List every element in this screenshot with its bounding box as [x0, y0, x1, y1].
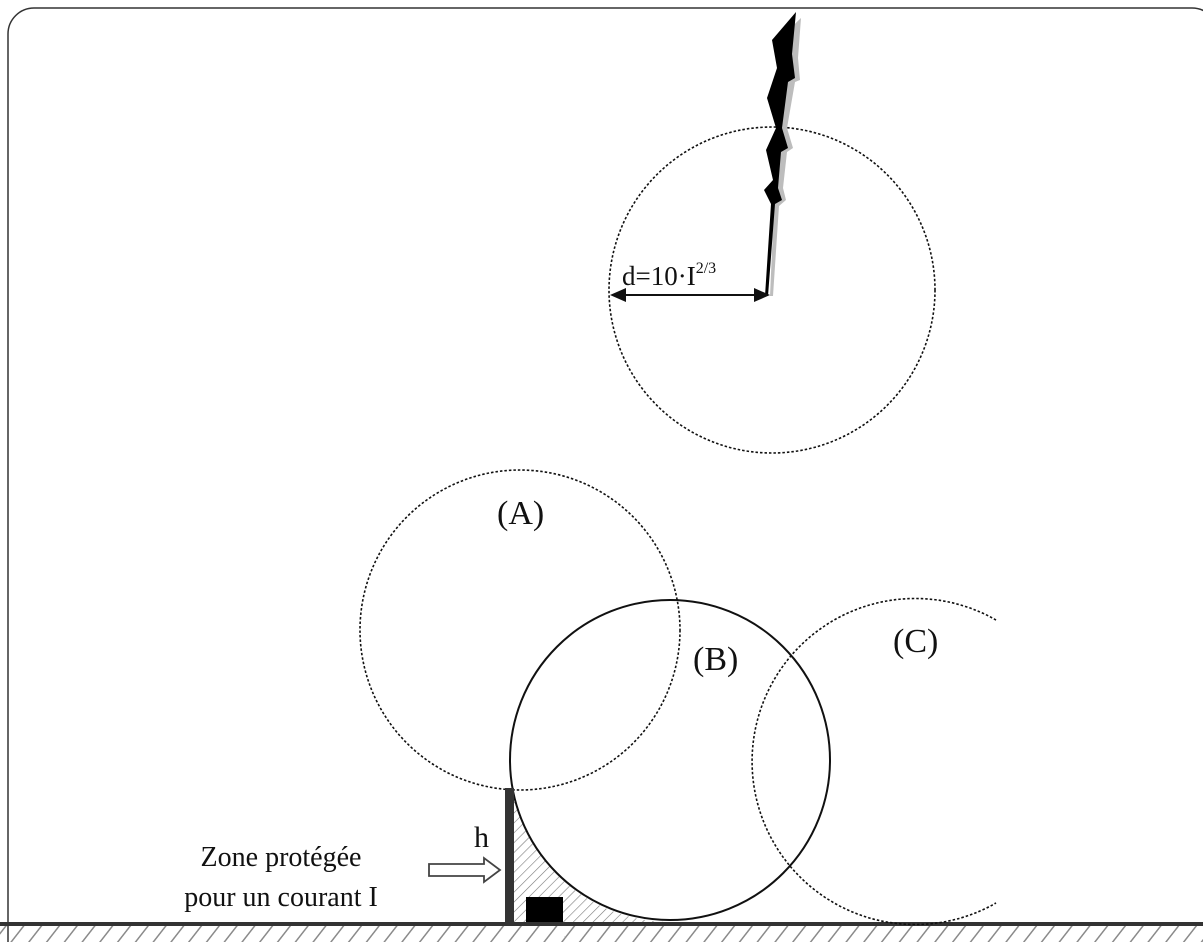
sphere-b: [509, 599, 831, 921]
sphere-b-label: (B): [693, 641, 738, 678]
ground-hatch: [0, 926, 1203, 942]
sphere-c: [751, 597, 997, 926]
radius-formula-base: d=10·I: [622, 261, 696, 291]
radius-formula: d=10·I2/3: [622, 260, 716, 291]
diagram-frame: [7, 7, 1203, 942]
protected-zone: [513, 790, 670, 922]
lightning-mast: [505, 788, 514, 926]
zone-label-line2: pour un courant I: [184, 882, 378, 913]
zone-label-line1: Zone protégée: [201, 842, 362, 873]
mast-height-label: h: [474, 821, 489, 854]
lightning-bolt-icon: [764, 12, 796, 296]
protected-object: [526, 897, 563, 922]
sphere-a-label: (A): [497, 495, 544, 532]
radius-formula-exponent: 2/3: [696, 260, 716, 277]
sphere-a: [359, 469, 681, 791]
radius-arrow-right-head: [754, 288, 770, 302]
striking-sphere: [608, 126, 936, 454]
zone-pointer-arrow-icon: [428, 856, 502, 884]
sphere-c-label: (C): [893, 623, 938, 660]
radius-arrow-left-head: [610, 288, 626, 302]
